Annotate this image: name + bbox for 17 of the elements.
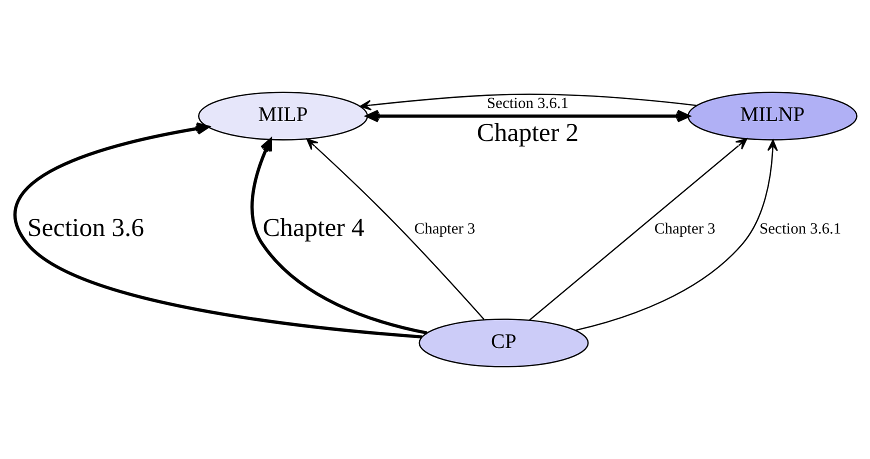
edge-label: Chapter 2 (476, 118, 578, 147)
arrow (306, 138, 484, 320)
arrow (528, 138, 747, 321)
node-ellipse: MILP (198, 92, 368, 140)
node-ellipse: MILNP (686, 92, 857, 140)
node-ellipse: CP (418, 318, 588, 368)
edge-label: Chapter 4 (262, 212, 364, 242)
edge-label: Section 3.6 (26, 212, 144, 242)
arrow (366, 110, 690, 122)
arrow (13, 122, 422, 339)
edge-label: Section 3.6.1 (758, 220, 841, 238)
edge-label: Chapter 3 (654, 220, 715, 238)
arrow (250, 138, 427, 335)
arrow (359, 94, 696, 110)
edge-label: Chapter 3 (414, 220, 475, 238)
edge-label: Section 3.6.1 (486, 94, 568, 112)
arrow (575, 140, 778, 331)
